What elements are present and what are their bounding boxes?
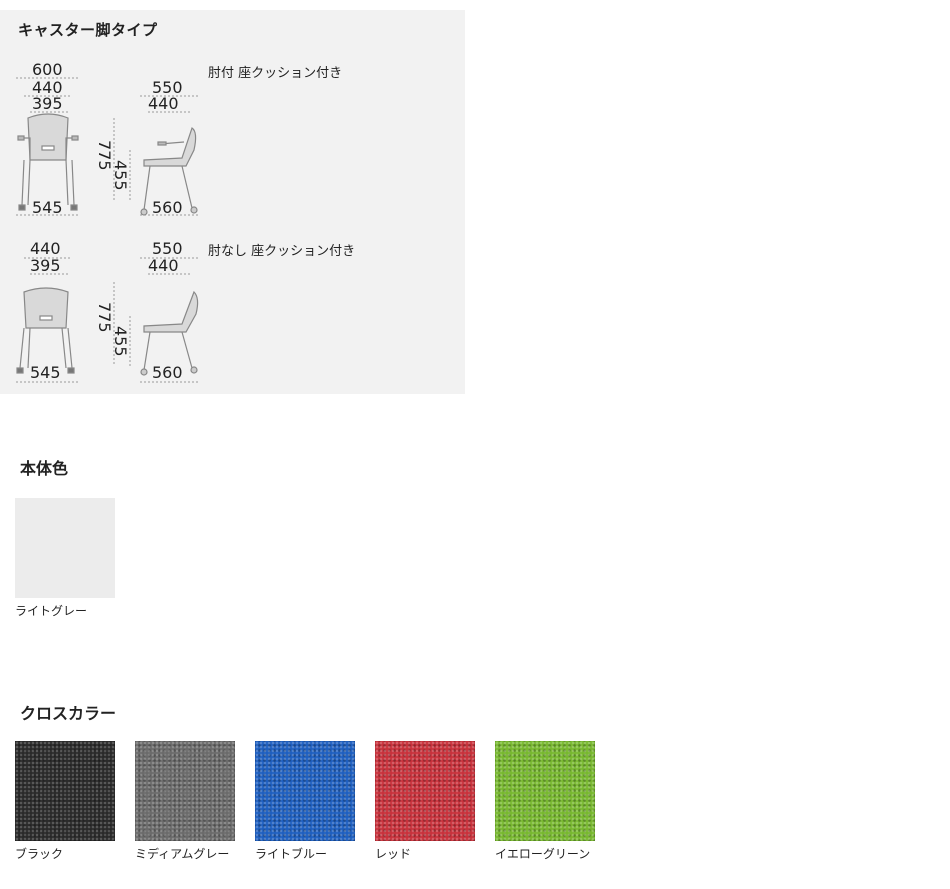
dim-height-total: 775 bbox=[95, 302, 114, 333]
fabric-swatch[interactable] bbox=[255, 741, 355, 841]
fabric-swatch[interactable] bbox=[495, 741, 595, 841]
dim-depth-total: 550 bbox=[152, 78, 183, 97]
dim-base-width: 545 bbox=[30, 363, 61, 382]
cloth-swatch-light-blue[interactable]: ライトブルー bbox=[255, 741, 355, 862]
dim-height-total: 775 bbox=[95, 140, 114, 171]
dim-width-inner: 395 bbox=[30, 256, 61, 275]
chair-drawings bbox=[16, 77, 199, 383]
body-color-title: 本体色 bbox=[20, 459, 69, 478]
armless-chair-front bbox=[16, 287, 75, 374]
color-swatch[interactable] bbox=[15, 498, 115, 598]
fabric-swatch[interactable] bbox=[15, 741, 115, 841]
dim-height-seat: 455 bbox=[111, 160, 130, 191]
dim-depth-seat: 440 bbox=[148, 256, 179, 275]
caster-spec-panel: キャスター脚タイプ bbox=[0, 10, 465, 394]
dim-width-seat: 440 bbox=[30, 239, 61, 258]
armed-chair-side bbox=[140, 127, 198, 216]
cloth-swatch-black[interactable]: ブラック bbox=[15, 741, 115, 862]
swatch-label: レッド bbox=[375, 847, 412, 861]
armed-chair-front bbox=[17, 113, 79, 211]
fabric-swatch[interactable] bbox=[135, 741, 235, 841]
dim-base-depth: 560 bbox=[152, 363, 183, 382]
body-color-swatch-item[interactable]: ライトグレー bbox=[15, 498, 115, 619]
cloth-swatch-yellow-green[interactable]: イエローグリーン bbox=[495, 741, 595, 862]
swatch-label: ブラック bbox=[15, 847, 64, 861]
dim-depth-seat: 440 bbox=[148, 94, 179, 113]
cloth-swatch-red[interactable]: レッド bbox=[375, 741, 475, 862]
cloth-color-title: クロスカラー bbox=[20, 704, 117, 723]
swatch-label: ミディアムグレー bbox=[135, 847, 230, 861]
swatch-label: ライトグレー bbox=[15, 604, 88, 618]
armed-spec-label: 肘付 座クッション付き bbox=[208, 66, 343, 81]
panel-title: キャスター脚タイプ bbox=[18, 21, 158, 39]
fabric-swatch[interactable] bbox=[375, 741, 475, 841]
swatch-label: ライトブルー bbox=[255, 847, 328, 861]
dim-width-seat: 440 bbox=[32, 78, 63, 97]
dim-height-seat: 455 bbox=[111, 326, 130, 357]
dim-width-inner: 395 bbox=[32, 94, 63, 113]
armless-chair-side bbox=[140, 290, 199, 376]
cloth-swatch-medium-gray[interactable]: ミディアムグレー bbox=[135, 741, 235, 862]
dim-width-total: 600 bbox=[32, 60, 63, 79]
dim-base-width: 545 bbox=[32, 198, 63, 217]
armless-spec-label: 肘なし 座クッション付き bbox=[208, 244, 356, 259]
dim-depth-total: 550 bbox=[152, 239, 183, 258]
dim-base-depth: 560 bbox=[152, 198, 183, 217]
swatch-label: イエローグリーン bbox=[495, 847, 591, 861]
